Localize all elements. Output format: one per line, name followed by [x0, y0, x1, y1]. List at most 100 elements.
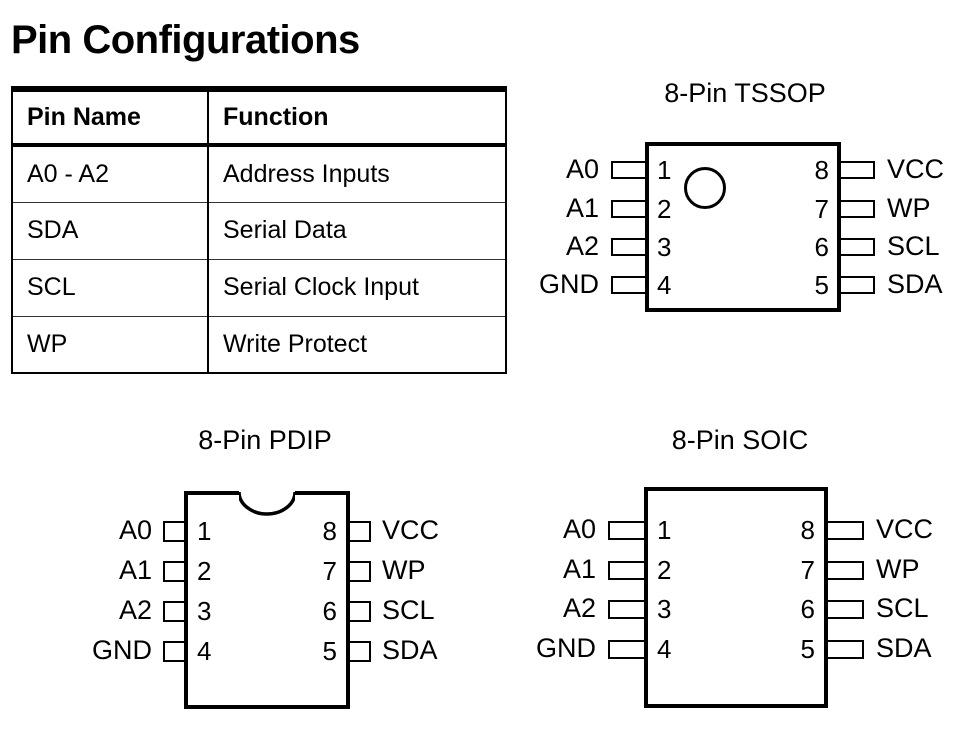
- pin-number-soic-6: 6: [800, 594, 815, 624]
- pin-label-soic-wp: WP: [876, 554, 920, 584]
- pin-label-tssop-gnd: GND: [539, 269, 599, 299]
- pin-number-pdip-1: 1: [197, 516, 212, 546]
- package-body-soic: [644, 487, 828, 708]
- pin-stub-tssop-2: [611, 200, 647, 218]
- package-title-tssop: 8-Pin TSSOP: [664, 78, 826, 108]
- pin-stub-soic-5: [826, 639, 864, 659]
- pin-stub-pdip-8: [348, 520, 371, 542]
- pin-stub-soic-4: [608, 639, 646, 659]
- pin-number-pdip-5: 5: [322, 636, 337, 666]
- cell-pin-name: SDA: [11, 201, 209, 260]
- pin-label-tssop-a2: A2: [565, 231, 599, 261]
- pin-stub-soic-2: [608, 560, 646, 580]
- cell-pin-name: SCL: [11, 258, 209, 317]
- pin-number-pdip-6: 6: [322, 596, 337, 626]
- pin-stub-tssop-7: [839, 200, 875, 218]
- pin-number-soic-1: 1: [657, 515, 672, 545]
- pin-label-tssop-vcc: VCC: [887, 154, 945, 184]
- pin-stub-pdip-2: [163, 560, 186, 582]
- pin-label-pdip-a0: A0: [118, 515, 152, 545]
- pin-label-soic-scl: SCL: [876, 593, 929, 623]
- pin-label-tssop-scl: SCL: [887, 231, 940, 261]
- cell-function: Address Inputs: [207, 144, 507, 203]
- pin-number-tssop-8: 8: [814, 155, 829, 185]
- pin-label-pdip-a2: A2: [118, 595, 152, 625]
- pin-label-pdip-sda: SDA: [382, 635, 438, 665]
- package-diagram-tssop: 8-Pin TSSOP 1 A0 2 A1 3 A2 4 GND 8 VCC 7 WP 6 SCL 5 SDA: [520, 78, 970, 328]
- pin-stub-tssop-3: [611, 238, 647, 256]
- pin-number-tssop-4: 4: [657, 270, 672, 300]
- package-body-pdip: [184, 491, 350, 709]
- pin-stub-tssop-4: [611, 276, 647, 294]
- pin-number-tssop-7: 7: [814, 194, 829, 224]
- pin-number-soic-8: 8: [800, 515, 815, 545]
- package-title-soic: 8-Pin SOIC: [671, 425, 809, 455]
- pin-number-pdip-3: 3: [197, 596, 212, 626]
- pin-stub-tssop-8: [839, 161, 875, 179]
- cell-pin-name: A0 - A2: [11, 144, 209, 203]
- pin-label-tssop-sda: SDA: [887, 269, 943, 299]
- pin-label-tssop-a1: A1: [565, 193, 599, 223]
- column-header-function: Function: [207, 86, 507, 147]
- pin-stub-pdip-6: [348, 600, 371, 622]
- pin-stub-tssop-6: [839, 238, 875, 256]
- pin-number-tssop-3: 3: [657, 232, 672, 262]
- pin-stub-pdip-4: [163, 640, 186, 662]
- package-diagram-pdip: 8-Pin PDIP 1 A0 2 A1 3 A2 4 GND 8 VCC 7 WP 6 SCL 5 SDA: [40, 425, 490, 725]
- pin-number-pdip-2: 2: [197, 556, 212, 586]
- pin-label-pdip-a1: A1: [118, 555, 152, 585]
- pin-number-tssop-5: 5: [814, 270, 829, 300]
- pin-number-soic-4: 4: [657, 634, 672, 664]
- pin-stub-soic-1: [608, 520, 646, 540]
- pin-number-pdip-4: 4: [197, 636, 212, 666]
- pin-label-tssop-wp: WP: [887, 193, 931, 223]
- pin-label-pdip-wp: WP: [382, 555, 426, 585]
- pin-number-tssop-2: 2: [657, 194, 672, 224]
- pin1-notch-marker-icon: [239, 490, 295, 516]
- pin-stub-pdip-3: [163, 600, 186, 622]
- pin-label-soic-a0: A0: [562, 514, 596, 544]
- pin-number-pdip-8: 8: [322, 516, 337, 546]
- pin-stub-pdip-1: [163, 520, 186, 542]
- cell-function: Serial Data: [207, 201, 507, 260]
- pin-number-soic-2: 2: [657, 555, 672, 585]
- pin-stub-pdip-5: [348, 640, 371, 662]
- pin-label-soic-vcc: VCC: [876, 514, 934, 544]
- pin-stub-soic-3: [608, 599, 646, 619]
- pin-label-pdip-scl: SCL: [382, 595, 435, 625]
- pin-label-pdip-vcc: VCC: [382, 515, 440, 545]
- cell-pin-name: WP: [11, 315, 209, 374]
- pin-stub-pdip-7: [348, 560, 371, 582]
- pin-label-soic-a2: A2: [562, 593, 596, 623]
- pin-stub-soic-8: [826, 520, 864, 540]
- pin-label-soic-gnd: GND: [536, 633, 596, 663]
- pin-stub-soic-6: [826, 599, 864, 619]
- package-diagram-soic: 8-Pin SOIC 1 A0 2 A1 3 A2 4 GND 8 VCC 7 WP 6 SCL 5 SDA: [515, 425, 965, 725]
- page-title: Pin Configurations: [11, 18, 360, 62]
- table-header-row: Pin Name Function: [11, 86, 507, 147]
- pin-stub-tssop-5: [839, 276, 875, 294]
- pin-stub-soic-7: [826, 560, 864, 580]
- pin-label-soic-sda: SDA: [876, 633, 932, 663]
- pin-number-tssop-6: 6: [814, 232, 829, 262]
- pin-number-soic-7: 7: [800, 555, 815, 585]
- pin-label-pdip-gnd: GND: [92, 635, 152, 665]
- pin1-circle-marker-icon: [684, 167, 726, 209]
- pin-number-pdip-7: 7: [322, 556, 337, 586]
- cell-function: Serial Clock Input: [207, 258, 507, 317]
- pin-stub-tssop-1: [611, 161, 647, 179]
- pin-number-soic-5: 5: [800, 634, 815, 664]
- pin-number-soic-3: 3: [657, 594, 672, 624]
- pin-label-tssop-a0: A0: [565, 154, 599, 184]
- package-body-tssop: [645, 142, 841, 312]
- package-title-pdip: 8-Pin PDIP: [198, 425, 332, 455]
- column-header-pin-name: Pin Name: [11, 86, 209, 147]
- cell-function: Write Protect: [207, 315, 507, 374]
- pin-label-soic-a1: A1: [562, 554, 596, 584]
- pin-number-tssop-1: 1: [657, 155, 672, 185]
